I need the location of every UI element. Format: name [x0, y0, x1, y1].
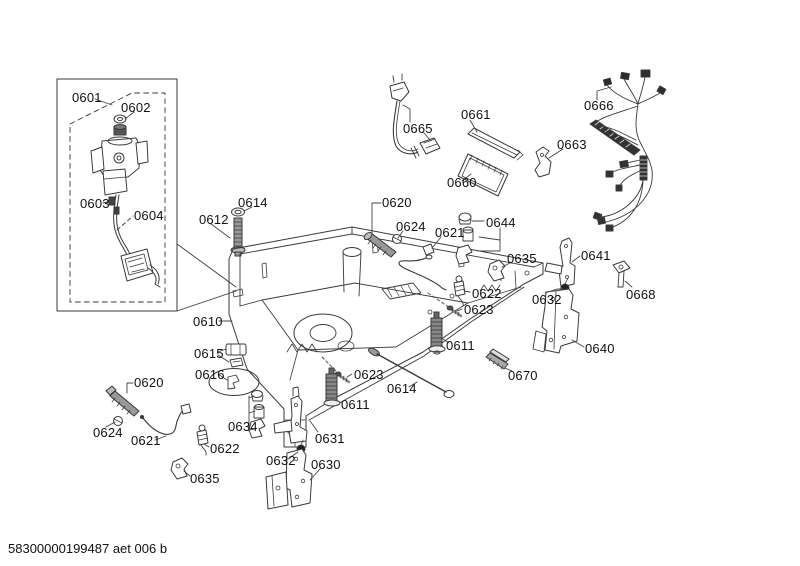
part-label-0604: 0604: [134, 208, 164, 223]
part-label-0614-rod: 0614: [387, 381, 417, 396]
part-label-0610: 0610: [193, 314, 223, 329]
power-cord-0665-drawing: [389, 73, 441, 159]
part-label-0603: 0603: [80, 196, 110, 211]
part-label-0622-lower: 0622: [210, 441, 240, 456]
bracket-0641-drawing: [544, 237, 576, 288]
part-label-0621-lower: 0621: [131, 433, 161, 448]
part-label-0666: 0666: [584, 98, 614, 113]
part-label-0663: 0663: [557, 137, 587, 152]
part-label-0635-upper: 0635: [507, 251, 537, 266]
part-label-0631: 0631: [315, 431, 345, 446]
part-label-0630: 0630: [311, 457, 341, 472]
part-0635-lower-drawing: [170, 457, 189, 480]
part-0644-group-drawing: [455, 212, 474, 265]
part-0624-upper-drawing: [392, 234, 402, 244]
part-label-0632-lower: 0632: [266, 453, 296, 468]
part-label-0635-lower: 0635: [190, 471, 220, 486]
part-0611-lower-drawing: [323, 367, 341, 407]
part-0622-lower-drawing: [196, 424, 209, 456]
part-label-0623-upper: 0623: [464, 302, 494, 317]
part-0622-upper-drawing: [453, 275, 466, 307]
part-0621-lower-drawing: [140, 403, 192, 435]
document-code: 58300000199487 aet 006 b: [8, 541, 168, 556]
part-label-0660: 0660: [447, 175, 477, 190]
part-label-0661: 0661: [461, 107, 491, 122]
part-0620-upper-drawing: [363, 231, 397, 258]
part-label-0634: 0634: [228, 419, 258, 434]
part-0620-lower-drawing: [105, 385, 140, 417]
part-label-0668: 0668: [626, 287, 656, 302]
bracket-0663-drawing: [534, 146, 552, 178]
part-0670-drawing: [485, 348, 510, 370]
part-label-0623-mid: 0623: [354, 367, 384, 382]
bracket-0631-drawing: [273, 386, 308, 444]
part-0616-drawing: [208, 368, 260, 396]
part-0615-drawing: [225, 343, 247, 368]
part-label-0614-washer: 0614: [238, 195, 268, 210]
part-0635-upper-drawing: [487, 259, 506, 282]
part-label-0624-lower: 0624: [93, 425, 123, 440]
part-0624-lower-drawing: [113, 416, 123, 426]
part-label-0624-upper: 0624: [396, 219, 426, 234]
part-label-0620-upper: 0620: [382, 195, 412, 210]
part-label-0616: 0616: [195, 367, 225, 382]
part-label-0665: 0665: [403, 121, 433, 136]
base-frame-drawing: [228, 226, 544, 448]
part-0614-rod-drawing: [368, 347, 455, 398]
control-module-0660-drawing: [457, 153, 509, 197]
part-label-0621-upper: 0621: [435, 225, 465, 240]
cover-strip-0661-drawing: [467, 127, 524, 161]
part-label-0632-right: 0632: [532, 292, 562, 307]
leader-lines: [94, 86, 633, 481]
bracket-0630-drawing: [265, 448, 313, 510]
part-label-0602: 0602: [121, 100, 151, 115]
part-label-0612: 0612: [199, 212, 229, 227]
part-label-0640: 0640: [585, 341, 615, 356]
part-label-0622-upper: 0622: [472, 286, 502, 301]
part-label-0670: 0670: [508, 368, 538, 383]
part-0668-drawing: [612, 260, 631, 288]
part-0623-upper-drawing: [446, 305, 463, 318]
part-label-0620-lower: 0620: [134, 375, 164, 390]
bracket-0640-drawing: [532, 288, 580, 354]
part-label-0641: 0641: [581, 248, 611, 263]
part-0621-upper-drawing: [398, 243, 447, 291]
part-label-0611-upper: 0611: [446, 338, 475, 353]
aquastop-valve-drawing: [90, 114, 161, 288]
part-label-0644: 0644: [486, 215, 516, 230]
wiring-harness-0666-drawing: [589, 69, 667, 232]
part-0611-upper-drawing: [428, 311, 446, 355]
part-label-0601: 0601: [72, 90, 102, 105]
part-label-0611-lower: 0611: [341, 397, 370, 412]
inset-box-drawing: [56, 78, 237, 312]
part-label-0615: 0615: [194, 346, 224, 361]
